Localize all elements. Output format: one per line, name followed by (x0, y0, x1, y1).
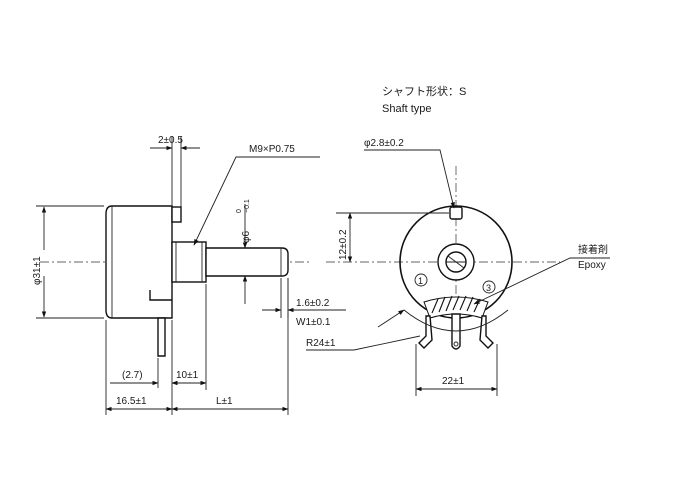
slot-depth-label: 1.6±0.2 (296, 298, 330, 309)
bushing-length-label: 10±1 (176, 370, 199, 381)
ref-27-label: (2.7) (122, 370, 143, 381)
body-cylinder (105, 205, 173, 319)
side-terminal (157, 317, 166, 357)
rear-view: 1 3 φ2.8±0.2 12±0.2 接着剤 Epoxy (306, 138, 610, 396)
shaft-diameter-label: φ6 (241, 231, 252, 243)
terminal-left (418, 315, 433, 349)
adhesive-jp-label: 接着剤 (578, 243, 608, 256)
terminal-1-label: 1 (418, 276, 423, 286)
body-diameter-label: φ31±1 (32, 256, 43, 285)
terminal-radius-label: R24±1 (306, 338, 336, 349)
pin-diameter-label: φ2.8±0.2 (364, 138, 404, 149)
shaft-length-label: L±1 (216, 396, 233, 407)
shaft-dia-tol-lower: −0.1 (244, 199, 251, 213)
side-terminal-bracket (149, 290, 172, 301)
shaft-type-en-label: Shaft type (382, 103, 432, 115)
body-top-tab (171, 206, 182, 223)
adhesive-en-label: Epoxy (578, 260, 606, 271)
terminal-right (479, 315, 494, 349)
bushing (171, 241, 207, 283)
shaft (205, 247, 289, 277)
shaft-dia-tol-upper: 0 (236, 209, 243, 213)
dim-top-gap: 2±0.5 (158, 135, 183, 146)
terminal-3-marker (482, 280, 496, 294)
terminal-1-marker (414, 273, 428, 287)
thread-spec-label: M9×P0.75 (249, 144, 295, 155)
slot-width-label: W1±0.1 (296, 317, 331, 328)
side-view: 2±0.5 M9×P0.75 φ6 0 −0.1 φ31±1 1.6±0.2 W… (32, 135, 346, 415)
terminal-span-label: 22±1 (442, 376, 465, 387)
shaft-type-jp-label: シャフト形状：S (382, 84, 466, 98)
body-length-label: 16.5±1 (116, 396, 147, 407)
terminal-center (451, 313, 461, 350)
terminal-radius-arc (403, 309, 509, 332)
pin-offset-label: 12±0.2 (338, 229, 349, 260)
terminal-center-hole (453, 341, 459, 347)
terminal-3-label: 3 (486, 283, 491, 293)
locating-pin (449, 206, 463, 220)
